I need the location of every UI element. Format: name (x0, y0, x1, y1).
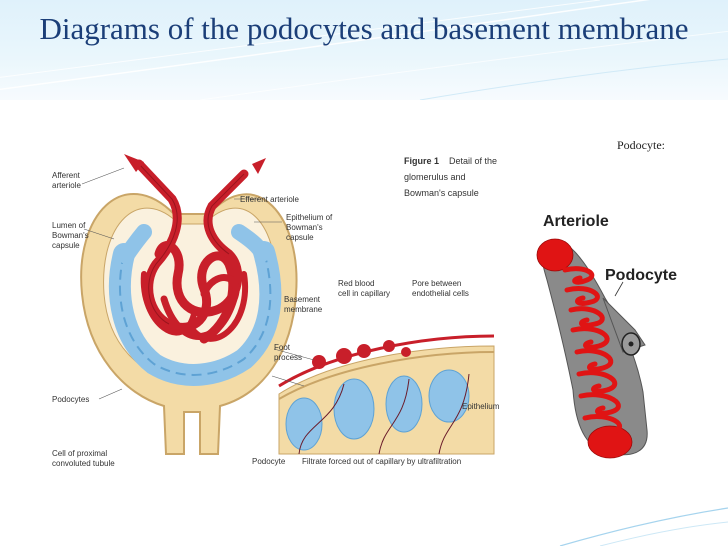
label-proximal-1: Cell of proximal (52, 449, 107, 458)
label-foot-2: process (274, 353, 302, 362)
afferent-arrow (124, 154, 144, 172)
label-afferent-2: arteriole (52, 181, 81, 190)
label-epithelium-right: Epithelium (462, 402, 500, 411)
label-afferent-1: Afferent (52, 171, 81, 180)
glomerulus-diagram: Figure 1 Detail of the glomerulus and Bo… (44, 124, 514, 496)
filtration-inset (278, 334, 495, 455)
arteriole-loops (536, 238, 633, 459)
podocyte-diagram: Arteriole Podocyte (536, 213, 677, 459)
label-basement-2: membrane (284, 305, 323, 314)
label-podocyte-bottom: Podocyte (252, 457, 286, 466)
arteriole-label: Arteriole (543, 213, 609, 230)
title-header: Diagrams of the podocytes and basement m… (0, 0, 728, 100)
figure-caption-line-2: glomerulus and (404, 172, 466, 182)
foot-process-loops (562, 266, 622, 435)
header-decorative-arcs (0, 0, 728, 100)
bottom-decorative-arcs (559, 507, 728, 546)
leader-lines (81, 167, 315, 400)
podocyte-label: Podocyte (605, 267, 677, 284)
label-pore-1: Pore between (412, 279, 461, 288)
label-basement-1: Basement (284, 295, 321, 304)
label-filtrate: Filtrate forced out of capillary by ultr… (302, 457, 461, 466)
label-pore-2: endothelial cells (412, 289, 469, 298)
label-lumen-1: Lumen of (52, 221, 86, 230)
label-lumen-2: Bowman's (52, 231, 89, 240)
figure-caption-line-1: Detail of the (449, 156, 497, 166)
efferent-arrow (252, 158, 266, 174)
label-epithelium-3: capsule (286, 233, 314, 242)
label-epithelium-2: Bowman's (286, 223, 323, 232)
slide-title: Diagrams of the podocytes and basement m… (39, 11, 689, 46)
label-redblood-1: Red blood (338, 279, 374, 288)
nucleolus-icon (628, 341, 634, 347)
label-efferent: Efferent arteriole (240, 195, 300, 204)
figure-caption-line-3: Bowman's capsule (404, 188, 479, 198)
label-epithelium-1: Epithelium of (286, 213, 333, 222)
figure-caption-bold: Figure 1 (404, 156, 439, 166)
podocyte-layer (108, 224, 282, 386)
podocyte-caption: Podocyte: (617, 138, 665, 152)
label-foot-1: Foot (274, 343, 291, 352)
label-redblood-2: cell in capillary (338, 289, 390, 298)
label-lumen-3: capsule (52, 241, 80, 250)
label-podocytes: Podocytes (52, 395, 89, 404)
label-proximal-2: convoluted tubule (52, 459, 115, 468)
